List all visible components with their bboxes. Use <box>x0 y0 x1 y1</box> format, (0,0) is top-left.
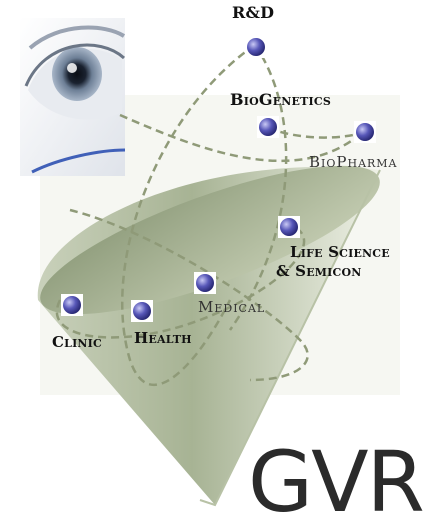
label-clinic: Clinic <box>52 333 102 351</box>
brand-logo-text: GVR <box>248 440 423 524</box>
label-biogenetics: BioGenetics <box>230 90 331 109</box>
node-biogenetics <box>257 116 279 138</box>
label-medical: Medical <box>198 298 265 316</box>
label-life-science-line2: & Semicon <box>276 262 362 280</box>
node-clinic <box>61 294 83 316</box>
node-health <box>131 300 153 322</box>
label-biopharma: BioPharma <box>309 153 398 171</box>
label-life-science-line1: Life Science <box>290 243 390 261</box>
node-medical <box>194 272 216 294</box>
label-rd: R&D <box>232 3 274 22</box>
eye-icon <box>20 18 125 176</box>
label-health: Health <box>134 329 192 347</box>
node-life-science <box>278 216 300 238</box>
node-rd <box>245 36 267 58</box>
node-biopharma <box>354 121 376 143</box>
